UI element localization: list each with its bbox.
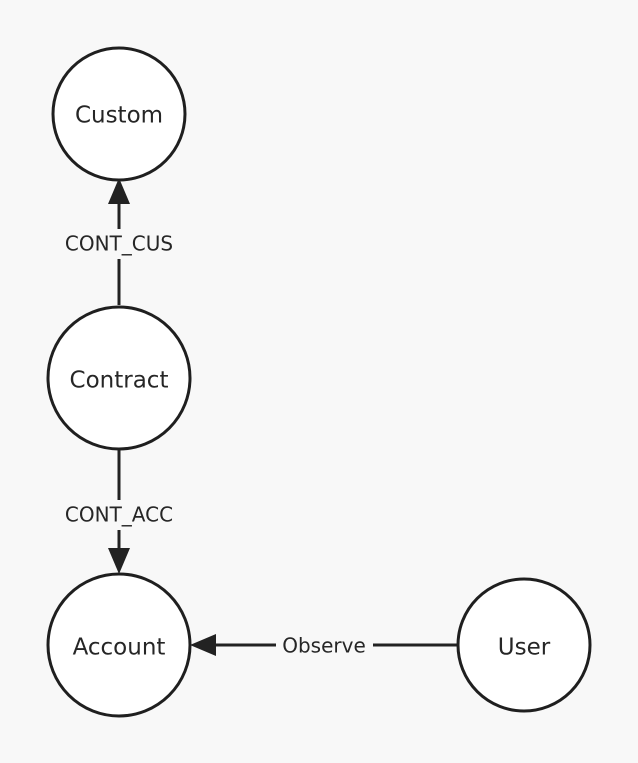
node-circle [456, 577, 592, 713]
node-account[interactable]: Account [46, 572, 192, 718]
edge-contract-to-account: CONT_ACC [51, 450, 187, 574]
node-user[interactable]: User [456, 577, 592, 713]
edge-user-to-account: Observe [190, 632, 458, 660]
edge-label-cont-acc: CONT_ACC [65, 503, 173, 527]
edge-label-cont-cus: CONT_CUS [65, 232, 173, 256]
arrow-head-icon [190, 634, 216, 656]
node-circle [46, 572, 192, 718]
edge-label-background [52, 229, 186, 259]
node-circle [51, 46, 187, 182]
node-custom[interactable]: Custom [51, 46, 187, 182]
node-label-account: Account [73, 635, 166, 661]
edge-label-background [51, 500, 187, 530]
edge-contract-to-custom: CONT_CUS [52, 178, 186, 305]
node-circle [46, 305, 192, 451]
arrow-head-icon [108, 178, 130, 204]
edge-label-observe: Observe [282, 634, 366, 658]
edge-label-background [276, 632, 373, 660]
node-label-custom: Custom [75, 103, 163, 129]
node-label-user: User [498, 635, 551, 661]
node-label-contract: Contract [70, 368, 169, 394]
node-contract[interactable]: Contract [46, 305, 192, 451]
arrow-head-icon [108, 548, 130, 574]
